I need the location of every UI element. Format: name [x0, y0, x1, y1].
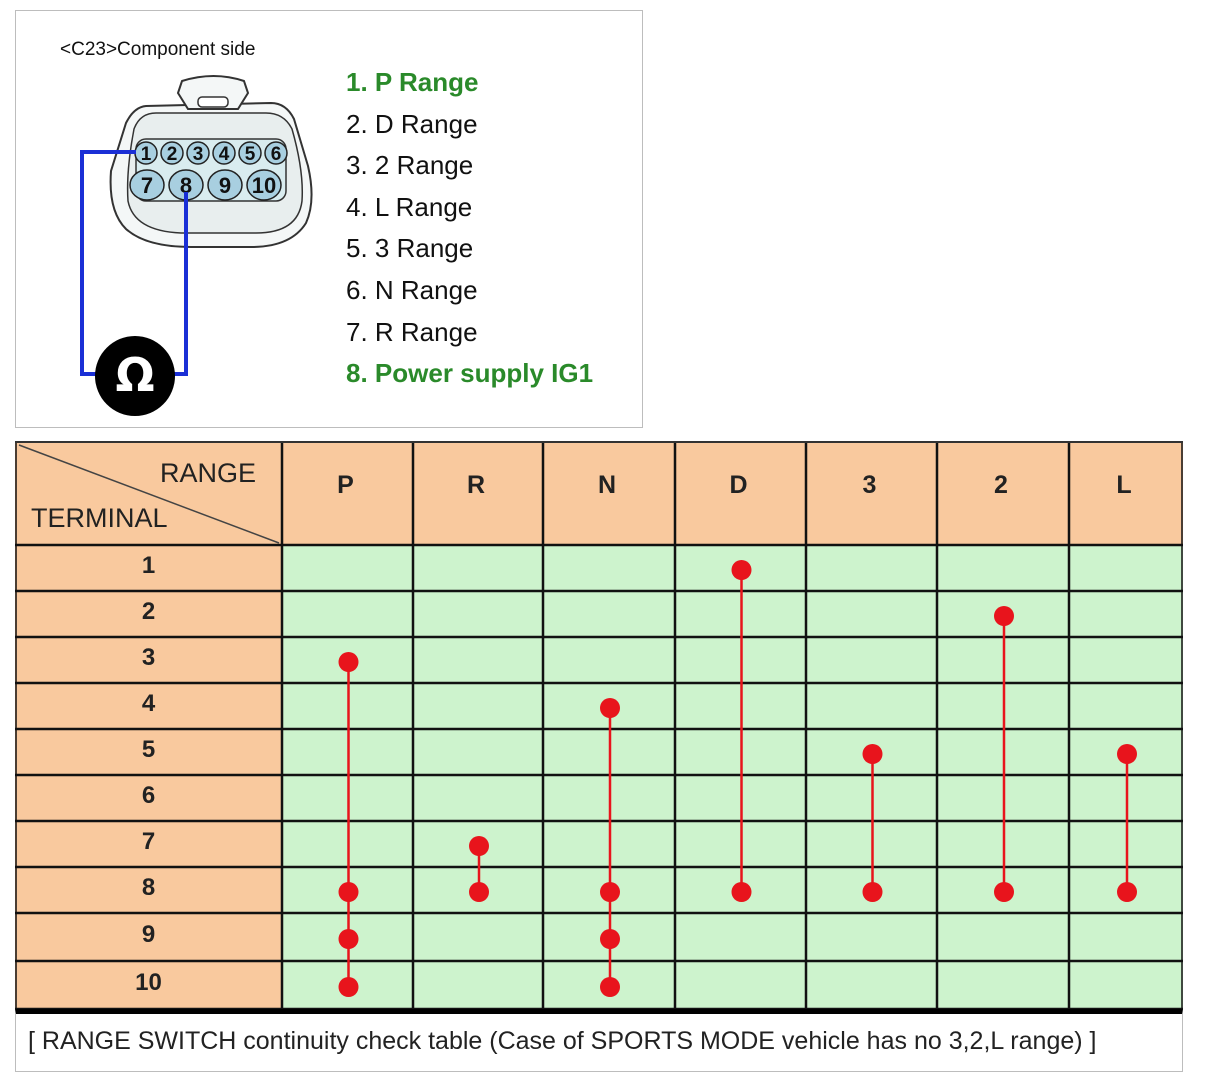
table-caption: [ RANGE SWITCH continuity check table (C… — [28, 1027, 1097, 1055]
continuity-dot-N-9 — [600, 929, 620, 949]
header-range-label: RANGE — [160, 458, 257, 488]
column-header-D: D — [729, 471, 748, 499]
column-header-2: 2 — [994, 471, 1008, 499]
continuity-dot-R-7 — [469, 836, 489, 856]
header-row-bg — [15, 441, 1183, 545]
latch-slot — [197, 96, 229, 108]
row-header-terminal-4: 4 — [141, 690, 156, 717]
pin-9 — [207, 169, 243, 201]
pin-4 — [212, 141, 236, 165]
caption-bar: [ RANGE SWITCH continuity check table (C… — [15, 1009, 1183, 1072]
connector-title: <C23>Component side — [60, 39, 256, 60]
terminal-column-bg — [15, 545, 282, 1009]
ohmmeter-icon — [95, 336, 175, 416]
column-header-3: 3 — [862, 471, 877, 499]
continuity-dot-R-8 — [469, 882, 489, 902]
pin-legend-item: 5. 3 Range — [346, 233, 474, 264]
pin-legend-list: 1. P Range 2. D Range 3. 2 Range 4. L Range… — [346, 65, 593, 398]
continuity-dot-P-3 — [338, 652, 359, 672]
pin-5 — [238, 141, 262, 165]
pin-10 — [246, 169, 282, 201]
continuity-grid: RANGE TERMINAL P R N D 3 2 L 1 2 3 4 5 6 7 8 9 10 — [15, 441, 1183, 1009]
row-header-terminal-10: 10 — [135, 969, 162, 996]
pin-legend-item: 1. P Range — [346, 67, 479, 97]
pin-label-1: 1 — [141, 144, 152, 165]
continuity-dot-P-9 — [338, 929, 359, 949]
connector-latch — [176, 75, 250, 110]
continuity-dot-P-10 — [338, 977, 359, 997]
column-header-L: L — [1116, 471, 1132, 499]
row-header-terminal-9: 9 — [141, 921, 156, 948]
ohm-symbol: Ω — [115, 348, 154, 402]
row-header-terminal-6: 6 — [141, 782, 156, 809]
header-terminal-label: TERMINAL — [31, 503, 168, 533]
pin-label-9: 9 — [219, 173, 231, 198]
pin-legend-item: 8. Power supply IG1 — [346, 358, 594, 389]
continuity-dot-D-1 — [731, 560, 752, 580]
pin-legend-item: 3. 2 Range — [346, 150, 474, 181]
pin-label-4: 4 — [219, 144, 230, 165]
continuity-dot-2-8 — [994, 882, 1014, 902]
continuity-dot-2-2 — [994, 606, 1014, 626]
probe-wire-pin1 — [80, 150, 136, 376]
continuity-dot-N-10 — [600, 977, 620, 997]
pin-label-7: 7 — [141, 173, 153, 198]
pin-legend-item: 2. D Range — [346, 108, 478, 139]
row-header-terminal-7: 7 — [141, 828, 156, 855]
row-header-terminal-5: 5 — [141, 736, 156, 763]
continuity-dot-3-8 — [862, 882, 883, 902]
row-header-terminal-3: 3 — [141, 644, 156, 671]
pin-label-8: 8 — [180, 173, 192, 198]
pin-3 — [186, 141, 210, 165]
continuity-dot-N-4 — [600, 698, 620, 718]
pin-legend-item: 7. R Range — [346, 316, 478, 347]
grid-line-group — [15, 441, 1183, 1009]
continuity-dot-3-5 — [862, 744, 883, 764]
continuity-dot-N-8 — [600, 882, 620, 902]
pin-label-5: 5 — [245, 144, 256, 165]
probe-wire-pin8 — [172, 192, 188, 376]
pin-legend-item: 4. L Range — [346, 191, 473, 222]
continuity-dot-L-5 — [1117, 744, 1137, 764]
pin-2 — [160, 141, 184, 165]
row-header-terminal-2: 2 — [141, 598, 156, 625]
continuity-dot-D-8 — [731, 882, 752, 902]
cell-area-bg — [282, 545, 1183, 1009]
pin-label-6: 6 — [271, 144, 282, 165]
continuity-dot-L-8 — [1117, 882, 1137, 902]
pin-legend-item: 6. N Range — [346, 274, 478, 305]
pin-label-10: 10 — [252, 173, 276, 198]
continuity-table: RANGE TERMINAL P R N D 3 2 L 1 2 3 4 5 6 7 8 9 10 [ RAN… — [15, 441, 1183, 1072]
column-header-N: N — [597, 471, 617, 499]
pin-6 — [264, 141, 288, 165]
row-header-terminal-1: 1 — [141, 552, 156, 579]
pin-label-2: 2 — [167, 144, 178, 165]
row-header-terminal-8: 8 — [141, 874, 156, 901]
header-diagonal — [18, 444, 280, 544]
column-header-R: R — [466, 471, 486, 499]
pin-7 — [129, 169, 165, 201]
column-header-P: P — [337, 471, 354, 499]
continuity-dot-P-8 — [338, 882, 359, 902]
pin-label-3: 3 — [193, 144, 204, 165]
grid-lines — [15, 441, 1183, 1009]
